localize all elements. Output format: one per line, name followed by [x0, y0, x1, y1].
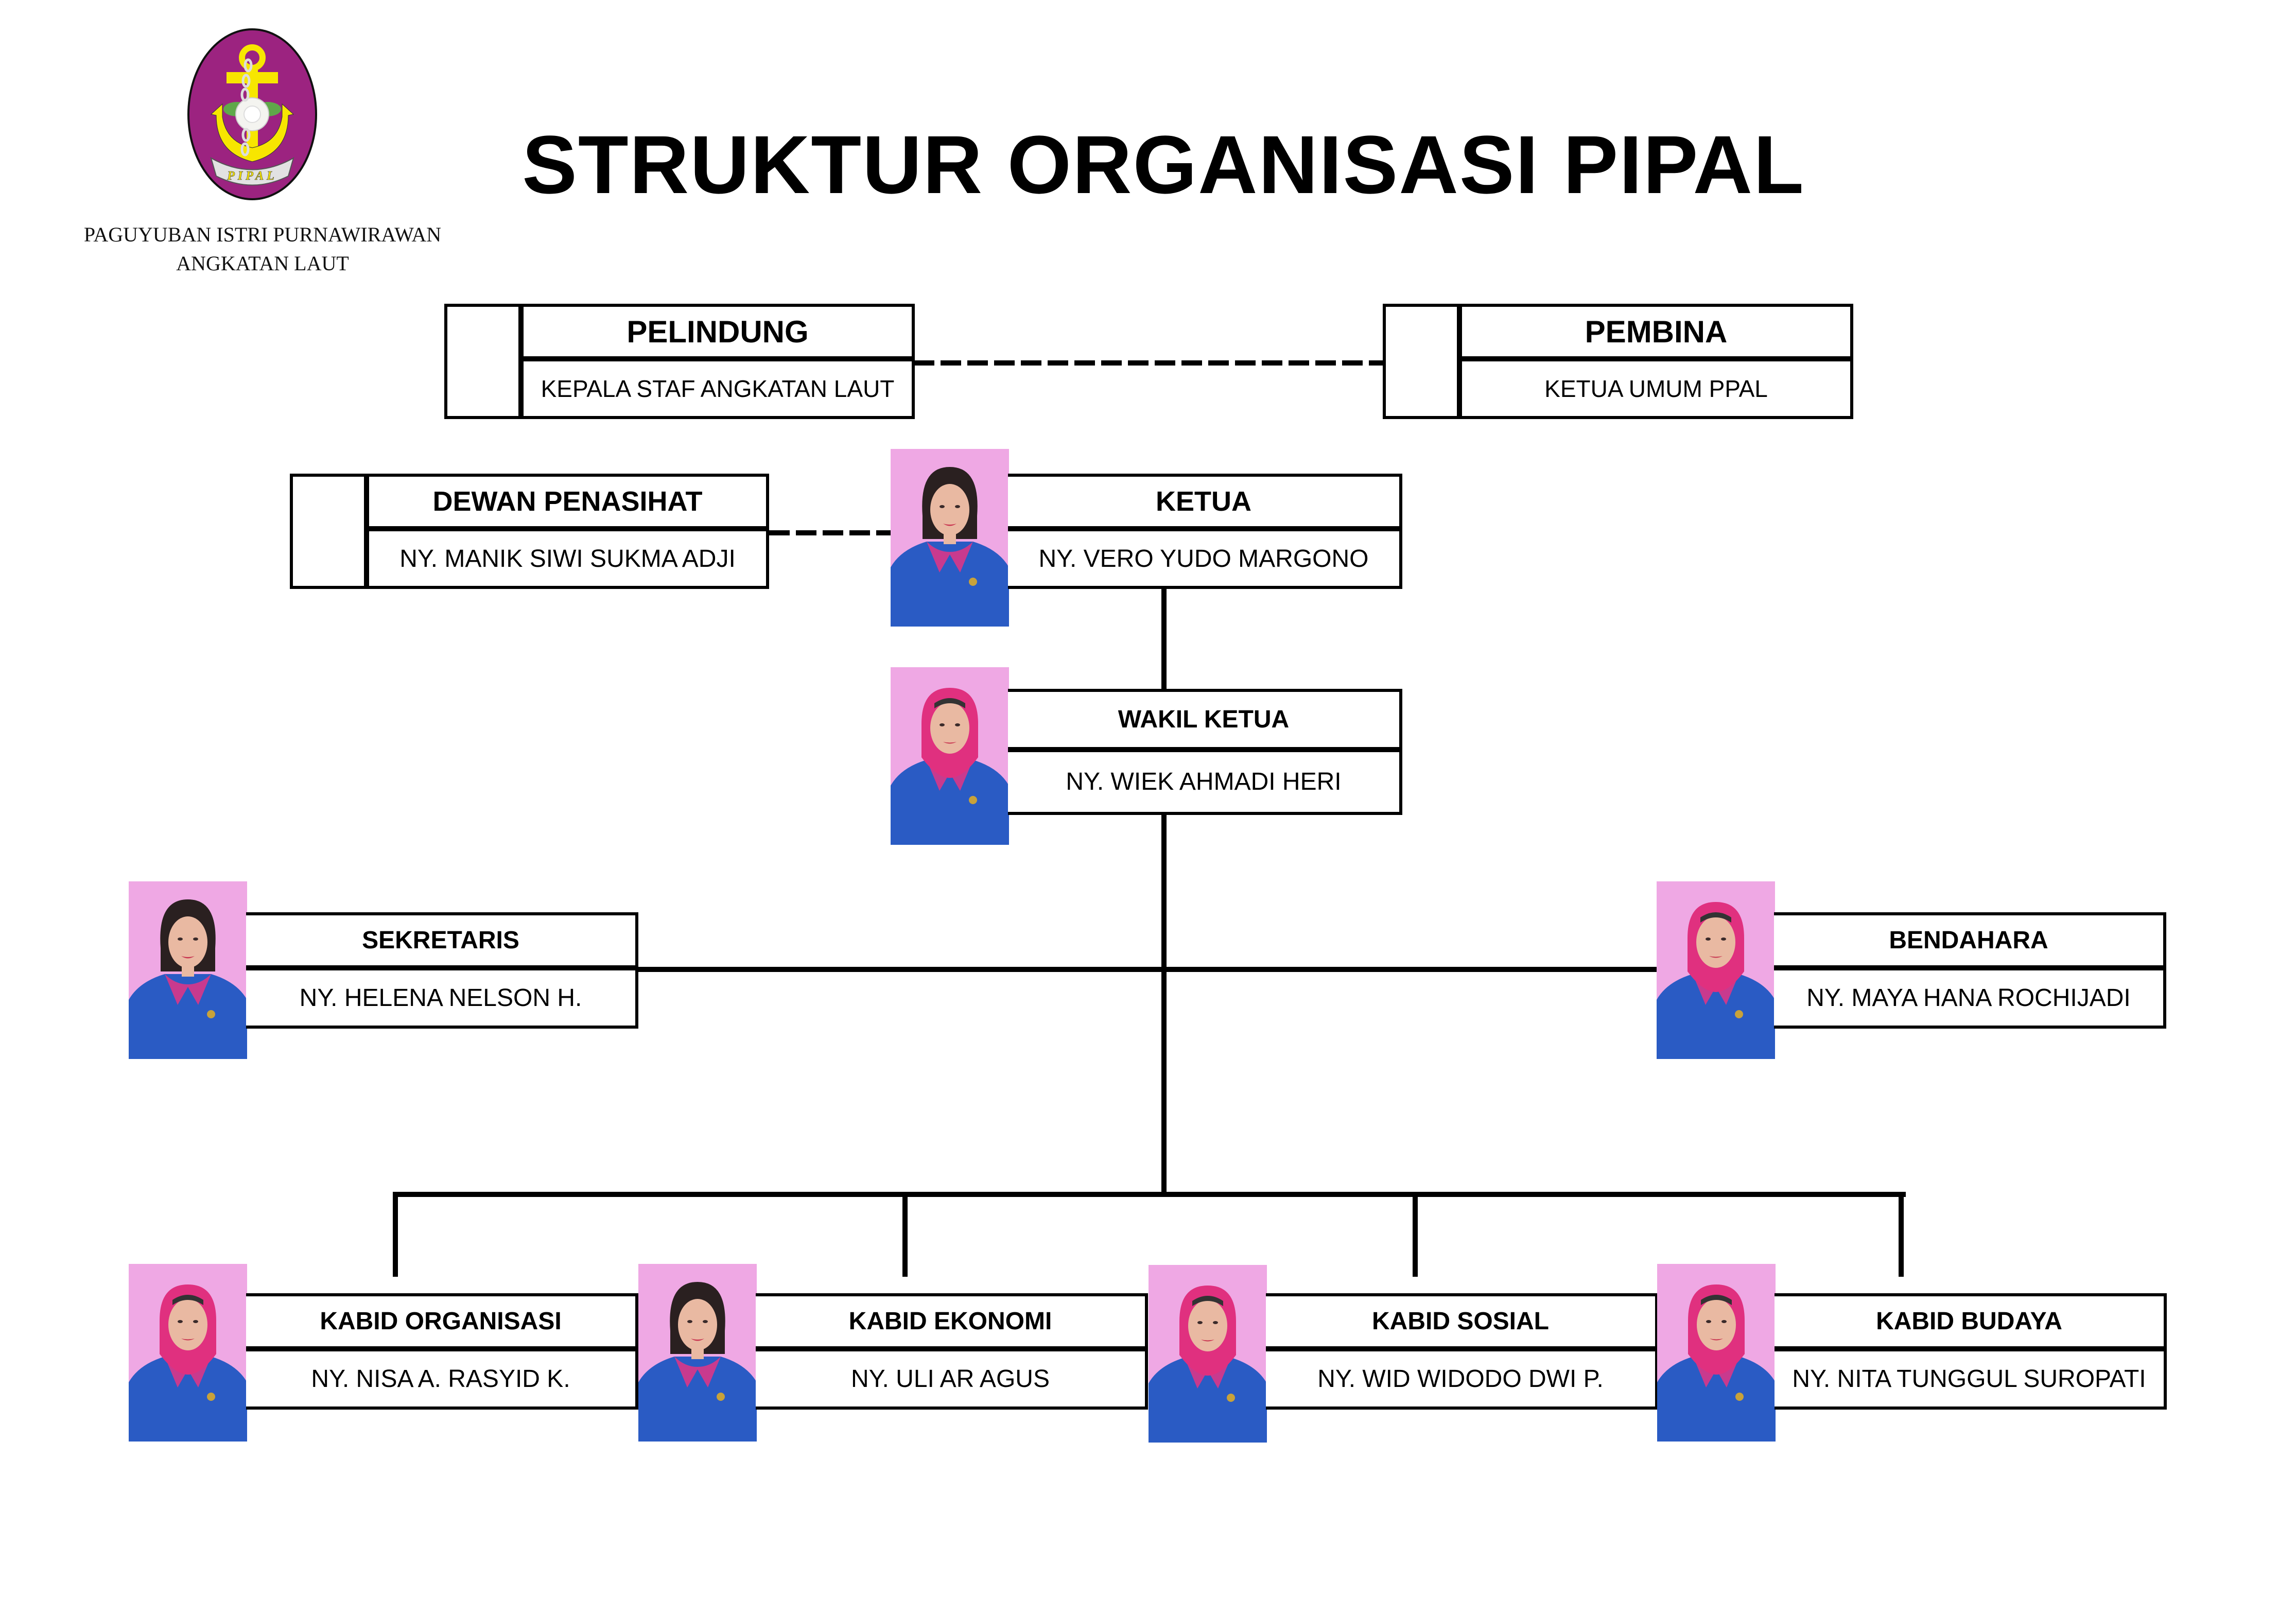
wakil-photo	[891, 667, 1009, 845]
bendahara-role: BENDAHARA	[1774, 915, 2163, 970]
kabid-budaya-card: KABID BUDAYA NY. NITA TUNGGUL SUROPATI	[1775, 1293, 2167, 1410]
bendahara-card: BENDAHARA NY. MAYA HANA ROCHIJADI	[1774, 912, 2166, 1029]
sekretaris-name: NY. HELENA NELSON H.	[299, 984, 582, 1012]
kabid-organisasi-photo	[129, 1264, 247, 1442]
pembina-card: PEMBINA KETUA UMUM PPAL	[1459, 304, 1853, 419]
portrait-icon	[1657, 1264, 1776, 1442]
kabid-name: NY. ULI AR AGUS	[851, 1365, 1050, 1393]
pelindung-name: KEPALA STAF ANGKATAN LAUT	[541, 375, 895, 402]
logo-ribbon-text: PIPAL	[227, 169, 277, 183]
connector-kabid-budaya	[1899, 1192, 1904, 1277]
advisor-role: DEWAN PENASIHAT	[369, 477, 766, 531]
connector-trunk	[1161, 813, 1167, 1197]
pipal-logo: PIPAL	[185, 27, 319, 202]
dashed-connector-pelindung-pembina	[914, 360, 1383, 366]
wakil-card: WAKIL KETUA NY. WIEK AHMADI HERI	[1008, 689, 1402, 815]
ketua-role: KETUA	[1008, 477, 1399, 531]
pembina-name: KETUA UMUM PPAL	[1544, 375, 1768, 402]
connector-kabid-bar	[393, 1192, 1906, 1197]
dashed-connector-advisor-ketua	[769, 530, 891, 535]
bendahara-name: NY. MAYA HANA ROCHIJADI	[1806, 984, 2131, 1012]
portrait-icon	[891, 667, 1009, 845]
org-name-line-2: ANGKATAN LAUT	[176, 252, 349, 275]
connector-ketua-wakil	[1161, 588, 1167, 689]
kabid-name: NY. NISA A. RASYID K.	[311, 1365, 570, 1393]
pembina-photo-placeholder	[1383, 304, 1460, 419]
portrait-icon	[129, 1264, 247, 1442]
kabid-sosial-photo	[1149, 1265, 1267, 1443]
connector-kabid-sosial	[1413, 1192, 1418, 1277]
kabid-name: NY. WID WIDODO DWI P.	[1317, 1365, 1604, 1393]
portrait-icon	[129, 881, 247, 1059]
pelindung-photo-placeholder	[444, 304, 521, 419]
kabid-organisasi-card: KABID ORGANISASI NY. NISA A. RASYID K.	[246, 1293, 638, 1410]
ketua-name: NY. VERO YUDO MARGONO	[1038, 545, 1369, 572]
pembina-role: PEMBINA	[1462, 307, 1850, 361]
kabid-sosial-card: KABID SOSIAL NY. WID WIDODO DWI P.	[1266, 1293, 1658, 1410]
advisor-card: DEWAN PENASIHAT NY. MANIK SIWI SUKMA ADJ…	[366, 474, 769, 589]
bendahara-photo	[1657, 881, 1775, 1059]
advisor-name: NY. MANIK SIWI SUKMA ADJI	[399, 545, 736, 572]
page-title: STRUKTUR ORGANISASI PIPAL	[522, 118, 1805, 211]
kabid-ekonomi-card: KABID EKONOMI NY. ULI AR AGUS	[756, 1293, 1148, 1410]
pelindung-role: PELINDUNG	[524, 307, 912, 361]
kabid-role: KABID ORGANISASI	[246, 1296, 635, 1351]
ketua-photo	[891, 449, 1009, 627]
sekretaris-role: SEKRETARIS	[246, 915, 635, 970]
anchor-emblem-icon: PIPAL	[187, 28, 317, 200]
org-name-line-1: PAGUYUBAN ISTRI PURNAWIRAWAN	[83, 223, 442, 246]
wakil-role: WAKIL KETUA	[1008, 692, 1399, 752]
connector-kabid-ekonomi	[902, 1192, 908, 1277]
sekretaris-photo	[129, 881, 247, 1059]
connector-sekretaris-bendahara	[637, 967, 1658, 972]
connector-kabid-organisasi	[393, 1192, 398, 1277]
pelindung-card: PELINDUNG KEPALA STAF ANGKATAN LAUT	[520, 304, 915, 419]
ketua-card: KETUA NY. VERO YUDO MARGONO	[1008, 474, 1402, 589]
portrait-icon	[638, 1264, 757, 1442]
advisor-photo-placeholder	[290, 474, 367, 589]
kabid-role: KABID EKONOMI	[756, 1296, 1145, 1351]
portrait-icon	[1149, 1265, 1267, 1443]
portrait-icon	[891, 449, 1009, 627]
kabid-role: KABID SOSIAL	[1266, 1296, 1655, 1351]
kabid-ekonomi-photo	[638, 1264, 757, 1442]
portrait-icon	[1657, 881, 1775, 1059]
kabid-name: NY. NITA TUNGGUL SUROPATI	[1792, 1365, 2146, 1393]
kabid-role: KABID BUDAYA	[1775, 1296, 2164, 1351]
kabid-budaya-photo	[1657, 1264, 1776, 1442]
sekretaris-card: SEKRETARIS NY. HELENA NELSON H.	[246, 912, 638, 1029]
wakil-name: NY. WIEK AHMADI HERI	[1066, 768, 1342, 796]
